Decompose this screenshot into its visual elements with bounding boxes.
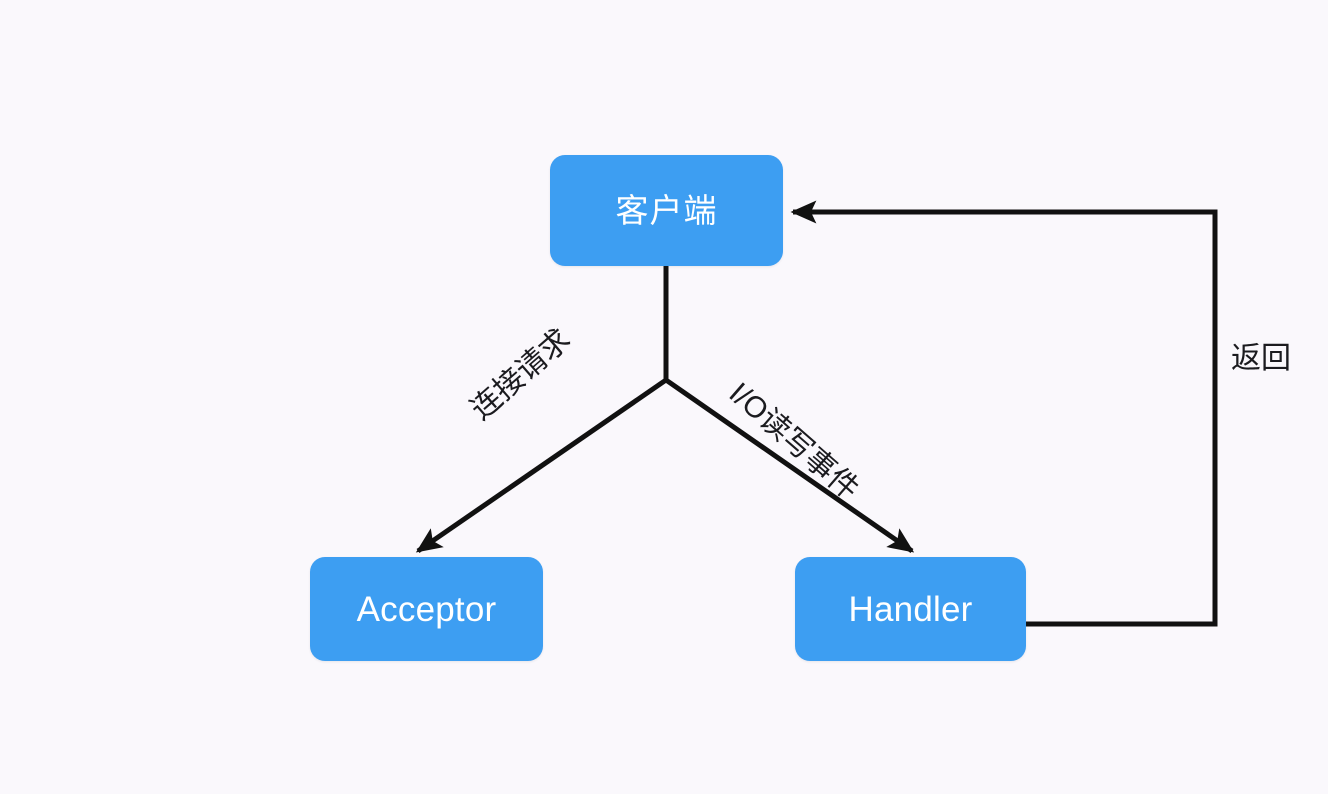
node-acceptor[interactable]: Acceptor bbox=[310, 557, 543, 661]
node-handler-label: Handler bbox=[848, 589, 973, 629]
edge-return-line bbox=[790, 200, 1218, 627]
node-client-label: 客户端 bbox=[615, 192, 718, 229]
node-acceptor-label: Acceptor bbox=[356, 589, 497, 629]
edge-label-return: 返回 bbox=[1231, 342, 1291, 375]
node-client[interactable]: 客户端 bbox=[550, 155, 783, 266]
edge-connect-line bbox=[415, 377, 668, 554]
node-handler[interactable]: Handler bbox=[795, 557, 1026, 661]
edge-io-line bbox=[664, 377, 915, 554]
